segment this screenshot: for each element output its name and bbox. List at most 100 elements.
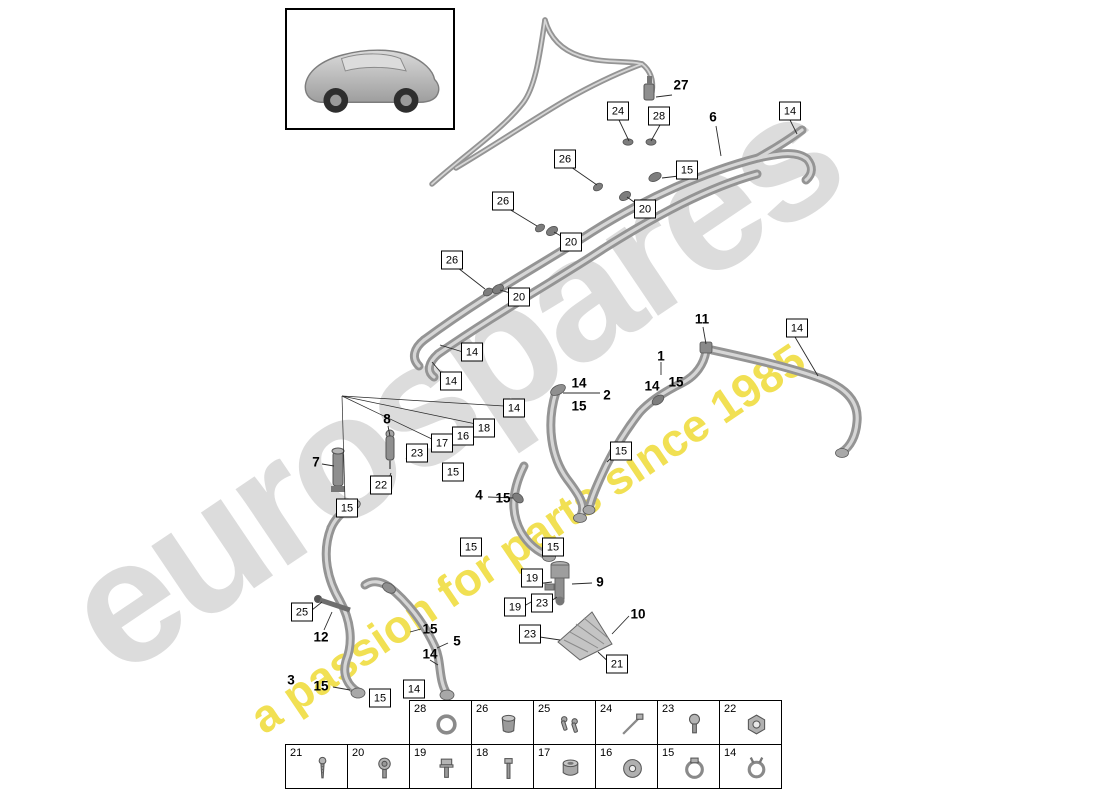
- car-thumbnail-box: [285, 8, 455, 130]
- callout-box-17: 17: [431, 433, 453, 453]
- washer-ring-icon: [434, 712, 459, 737]
- callout-box-26: 26: [492, 191, 514, 211]
- tapping-screw-icon: [310, 756, 335, 781]
- callout-box-19: 19: [504, 597, 526, 617]
- callout-box-16: 16: [452, 426, 474, 446]
- legend-cell-18: 18: [472, 745, 534, 788]
- callout-box-26: 26: [441, 250, 463, 270]
- part-10-bracket: [557, 611, 613, 661]
- callout-box-15: 15: [542, 537, 564, 557]
- callout-box-21: 21: [606, 654, 628, 674]
- callout-box-15: 15: [460, 537, 482, 557]
- callout-box-14: 14: [403, 679, 425, 699]
- callout-box-24: 24: [607, 101, 629, 121]
- callout-box-14: 14: [503, 398, 525, 418]
- legend-cell-20: 20: [348, 745, 410, 788]
- part-number-4: 4: [475, 487, 483, 503]
- legend-part-number: 20: [352, 747, 365, 759]
- part-number-12: 12: [313, 629, 329, 645]
- legend-part-number: 22: [724, 703, 737, 715]
- legend-cell-24: 24: [596, 701, 658, 744]
- callout-box-23: 23: [406, 443, 428, 463]
- callout-box-26: 26: [554, 149, 576, 169]
- part-number-11: 11: [694, 311, 710, 327]
- legend-part-number: 28: [414, 703, 427, 715]
- callout-box-20: 20: [508, 287, 530, 307]
- callout-box-20: 20: [560, 232, 582, 252]
- part-number-27: 27: [673, 77, 689, 93]
- part-number-15: 15: [313, 678, 329, 694]
- part-number-14: 14: [644, 378, 660, 394]
- legend-part-number: 16: [600, 747, 613, 759]
- legend-part-number: 17: [538, 747, 551, 759]
- washer-head-screw-icon: [372, 756, 397, 781]
- part-number-1: 1: [657, 348, 665, 364]
- callout-box-20: 20: [634, 199, 656, 219]
- legend-cell-22: 22: [720, 701, 781, 744]
- washer-disc-icon: [620, 756, 645, 781]
- nut-icon: [744, 712, 769, 737]
- part-number-5: 5: [453, 633, 461, 649]
- legend-cell-25: 25: [534, 701, 596, 744]
- legend-part-number: 23: [662, 703, 675, 715]
- callout-box-15: 15: [369, 688, 391, 708]
- part-number-14: 14: [422, 646, 438, 662]
- callout-box-23: 23: [531, 593, 553, 613]
- part-number-8: 8: [383, 411, 391, 427]
- car-illustration: [304, 49, 440, 113]
- callout-box-28: 28: [648, 106, 670, 126]
- part-number-6: 6: [709, 109, 717, 125]
- hex-flange-bolt-icon: [434, 756, 459, 781]
- legend-row-bottom: 21 20 19 18 17 16 15 14: [285, 744, 782, 789]
- legend-part-number: 24: [600, 703, 613, 715]
- pan-head-screw-icon: [682, 712, 707, 737]
- legend-part-number: 21: [290, 747, 303, 759]
- hex-bolt-long-icon: [496, 756, 521, 781]
- legend-cell-17: 17: [534, 745, 596, 788]
- callout-box-23: 23: [519, 624, 541, 644]
- legend-part-number: 19: [414, 747, 427, 759]
- legend-cell-19: 19: [410, 745, 472, 788]
- part-number-2: 2: [603, 387, 611, 403]
- part-number-15: 15: [571, 398, 587, 414]
- legend-part-number: 15: [662, 747, 675, 759]
- screw-pair-icon: [558, 712, 583, 737]
- hose-clamp-icon: [682, 756, 707, 781]
- legend-part-number: 25: [538, 703, 551, 715]
- hose-fittings: [347, 138, 849, 701]
- part-number-15: 15: [422, 621, 438, 637]
- legend-cell-16: 16: [596, 745, 658, 788]
- callout-box-15: 15: [442, 462, 464, 482]
- legend-part-number: 26: [476, 703, 489, 715]
- cable-tie-icon: [620, 712, 645, 737]
- callout-box-14: 14: [786, 318, 808, 338]
- part-number-15: 15: [668, 374, 684, 390]
- legend-cell-15: 15: [658, 745, 720, 788]
- callout-box-25: 25: [291, 602, 313, 622]
- callout-box-15: 15: [610, 441, 632, 461]
- part-number-14: 14: [571, 375, 587, 391]
- legend-row-top: 28 26 25 24 23 22: [409, 700, 782, 745]
- legend-cell-14: 14: [720, 745, 781, 788]
- legend-cell-23: 23: [658, 701, 720, 744]
- part-number-9: 9: [596, 574, 604, 590]
- callout-box-14: 14: [461, 342, 483, 362]
- part-9-valve: [544, 561, 570, 606]
- plug-icon: [496, 712, 521, 737]
- legend-part-number: 18: [476, 747, 489, 759]
- part-number-3: 3: [287, 672, 295, 688]
- callout-box-22: 22: [370, 475, 392, 495]
- callout-box-15: 15: [676, 160, 698, 180]
- callout-box-14: 14: [440, 371, 462, 391]
- callout-box-18: 18: [473, 418, 495, 438]
- small-parts: [314, 76, 655, 661]
- spring-clamp-icon: [744, 756, 769, 781]
- grommet-icon: [558, 756, 583, 781]
- part-number-7: 7: [312, 454, 320, 470]
- callout-box-15: 15: [336, 498, 358, 518]
- callout-box-19: 19: [521, 568, 543, 588]
- part-number-10: 10: [630, 606, 646, 622]
- legend-cell-21: 21: [286, 745, 348, 788]
